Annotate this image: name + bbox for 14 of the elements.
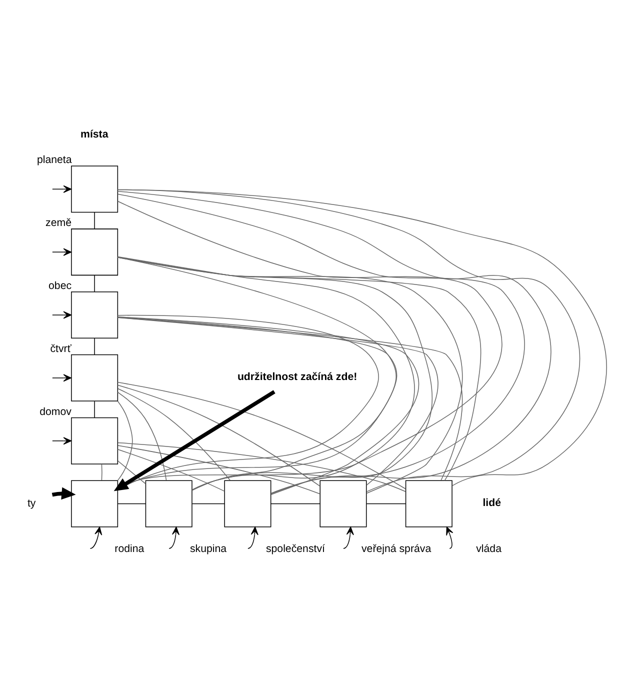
node-label: společenství [266, 543, 325, 556]
node-label: veřejná správa [362, 543, 432, 556]
node-label: planeta [36, 154, 72, 166]
node-label: obec [48, 280, 72, 292]
node-text: ty [27, 498, 36, 510]
node-label: vláda [476, 543, 502, 556]
node-label: země [46, 217, 72, 230]
node-label: skupina [190, 543, 227, 556]
node-text: udržitelnost začíná zde! [237, 370, 358, 383]
label: lidé [482, 496, 502, 509]
node-label: rodina [114, 543, 144, 556]
node-label: čtvrť [50, 342, 72, 355]
node-label: domov [40, 406, 72, 418]
label: místa [80, 128, 108, 141]
